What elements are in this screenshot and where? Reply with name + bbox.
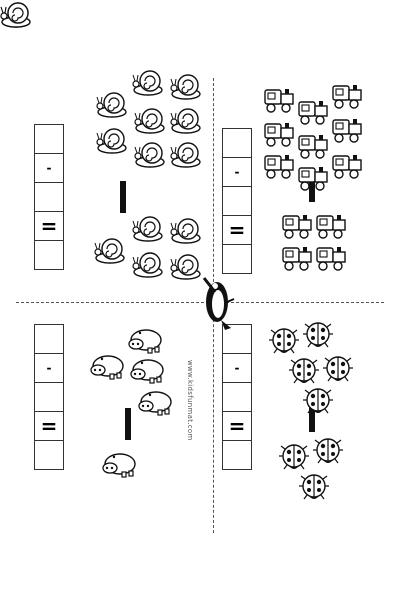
group-separator-bar: [125, 408, 131, 440]
equals-sign: =: [40, 414, 58, 438]
train-icon: [298, 135, 328, 159]
snail-icon: [96, 92, 127, 118]
answer-cell[interactable]: [35, 241, 63, 269]
hippo-icon: [130, 359, 164, 384]
snail-icon: [134, 108, 165, 134]
group-separator-bar: [309, 400, 315, 432]
ladybug-icon: [313, 438, 343, 464]
website-credit: www.kidsfunmat.com: [186, 360, 194, 441]
snail-icon: [132, 70, 163, 96]
answer-cell[interactable]: [223, 245, 251, 273]
snail-icon: [132, 216, 163, 242]
snail-icon: [132, 252, 163, 278]
train-icon: [264, 155, 294, 179]
answer-cell[interactable]: [35, 183, 63, 212]
snail-icon: [170, 254, 201, 280]
answer-cell[interactable]: [35, 383, 63, 412]
snail-icon: [0, 2, 31, 28]
ladybug-icon: [269, 328, 299, 354]
minus-cell: -: [223, 354, 251, 383]
train-icon: [298, 101, 328, 125]
hippo-icon: [102, 453, 136, 478]
equals-cell: =: [35, 412, 63, 441]
hippo-icon: [90, 355, 124, 380]
train-icon: [332, 155, 362, 179]
equals-sign: =: [40, 214, 58, 238]
answer-cell[interactable]: [35, 125, 63, 154]
answer-box-ladybugs[interactable]: - =: [222, 324, 252, 470]
answer-cell[interactable]: [35, 441, 63, 469]
answer-cell[interactable]: [35, 325, 63, 354]
snail-icon: [94, 238, 125, 264]
train-icon: [332, 119, 362, 143]
snail-icon: [170, 74, 201, 100]
train-icon: [264, 123, 294, 147]
penguin-mascot-icon: [202, 277, 235, 330]
minus-sign: -: [234, 165, 240, 179]
minus-cell: -: [35, 154, 63, 183]
group-separator-bar: [120, 181, 126, 213]
answer-cell[interactable]: [223, 325, 251, 354]
snail-icon: [96, 128, 127, 154]
train-icon: [298, 167, 328, 191]
equals-sign: =: [228, 218, 246, 242]
horizontal-cut-line: [16, 302, 384, 303]
equals-cell: =: [35, 212, 63, 241]
ladybug-icon: [303, 388, 333, 414]
train-icon: [282, 215, 312, 239]
ladybug-icon: [303, 322, 333, 348]
answer-cell[interactable]: [223, 129, 251, 158]
snail-icon: [170, 218, 201, 244]
snail-icon: [170, 142, 201, 168]
answer-cell[interactable]: [223, 441, 251, 469]
answer-box-trains[interactable]: - =: [222, 128, 252, 274]
train-icon: [264, 89, 294, 113]
snail-icon: [170, 108, 201, 134]
ladybug-icon: [299, 474, 329, 500]
hippo-icon: [128, 329, 162, 354]
hippo-icon: [138, 391, 172, 416]
answer-cell[interactable]: [223, 383, 251, 412]
minus-sign: -: [46, 361, 52, 375]
ladybug-icon: [279, 444, 309, 470]
ladybug-icon: [289, 358, 319, 384]
answer-box-hippos[interactable]: - =: [34, 324, 64, 470]
train-icon: [316, 247, 346, 271]
train-icon: [282, 247, 312, 271]
equals-cell: =: [223, 412, 251, 441]
equals-sign: =: [228, 414, 246, 438]
minus-sign: -: [46, 161, 52, 175]
ladybug-icon: [323, 356, 353, 382]
minus-cell: -: [35, 354, 63, 383]
group-separator-bar: [309, 170, 315, 202]
train-icon: [332, 85, 362, 109]
answer-box-snails[interactable]: - =: [34, 124, 64, 270]
minus-sign: -: [234, 361, 240, 375]
snail-icon: [134, 142, 165, 168]
answer-cell[interactable]: [223, 187, 251, 216]
minus-cell: -: [223, 158, 251, 187]
equals-cell: =: [223, 216, 251, 245]
train-icon: [316, 215, 346, 239]
